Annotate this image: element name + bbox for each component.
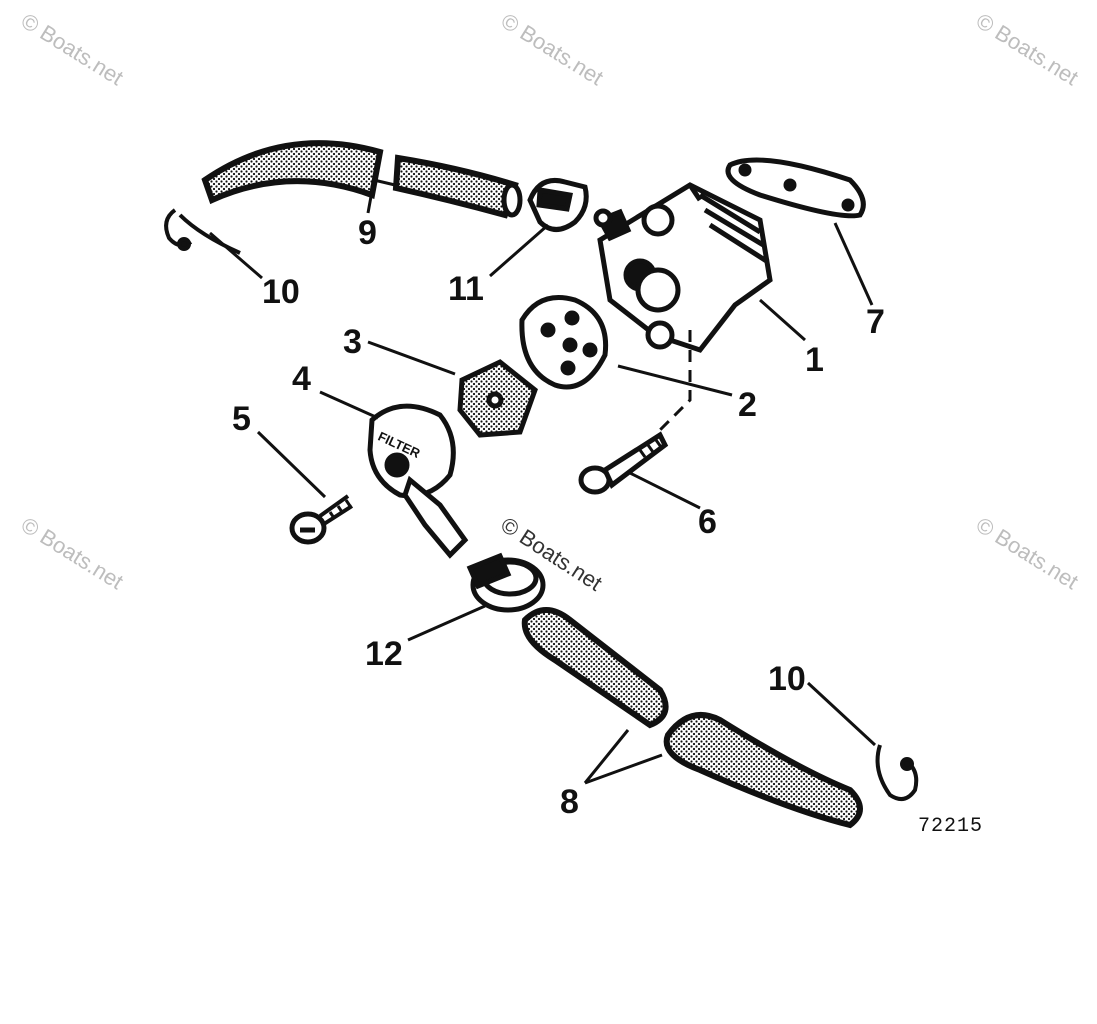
clip-part-10b <box>875 744 919 801</box>
gasket-part-7 <box>725 157 866 219</box>
leader-line-2 <box>617 364 733 397</box>
leader-line-7 <box>833 222 874 306</box>
leader-line-4 <box>319 390 379 420</box>
leader-line-12 <box>407 604 486 642</box>
callout-12: 12 <box>365 635 403 673</box>
fuel-pump-body-part-1 <box>593 182 773 353</box>
callout-10-lower: 10 <box>768 660 806 698</box>
leader-line-6 <box>627 470 701 510</box>
screw-part-6 <box>578 431 669 495</box>
leader-line-10a <box>209 231 263 280</box>
leader-line-3 <box>367 340 456 376</box>
clip-part-10a <box>164 208 241 255</box>
leader-line-8 <box>583 729 663 785</box>
filter-cap-part-4: FILTER <box>367 403 469 559</box>
callout-10-upper: 10 <box>262 273 300 311</box>
leader-line-10b <box>806 681 877 747</box>
callout-9: 9 <box>358 214 377 252</box>
clamp-part-11 <box>527 178 589 232</box>
hose-part-9a <box>201 140 384 205</box>
alignment-dash-line <box>658 330 692 432</box>
callout-7: 7 <box>866 303 885 341</box>
callout-2: 2 <box>738 386 757 424</box>
leader-line-11 <box>489 223 549 278</box>
leader-line-5 <box>256 430 327 499</box>
callout-3: 3 <box>343 323 362 361</box>
clamp-part-12 <box>466 552 546 613</box>
callout-4: 4 <box>292 360 311 398</box>
hose-part-9b <box>392 154 523 219</box>
hose-part-8a <box>521 607 669 729</box>
filter-screen-part-3 <box>457 359 538 438</box>
hose-part-8b <box>663 712 863 829</box>
callout-8: 8 <box>560 783 579 821</box>
leader-line-9 <box>366 178 396 214</box>
leader-line-1 <box>759 298 806 342</box>
screw-part-5 <box>289 494 354 545</box>
callout-1: 1 <box>805 341 824 379</box>
callout-5: 5 <box>232 400 251 438</box>
callout-6: 6 <box>698 503 717 541</box>
diaphragm-part-2 <box>519 295 609 390</box>
figure-number: 72215 <box>918 815 984 838</box>
callout-11: 11 <box>448 270 484 308</box>
